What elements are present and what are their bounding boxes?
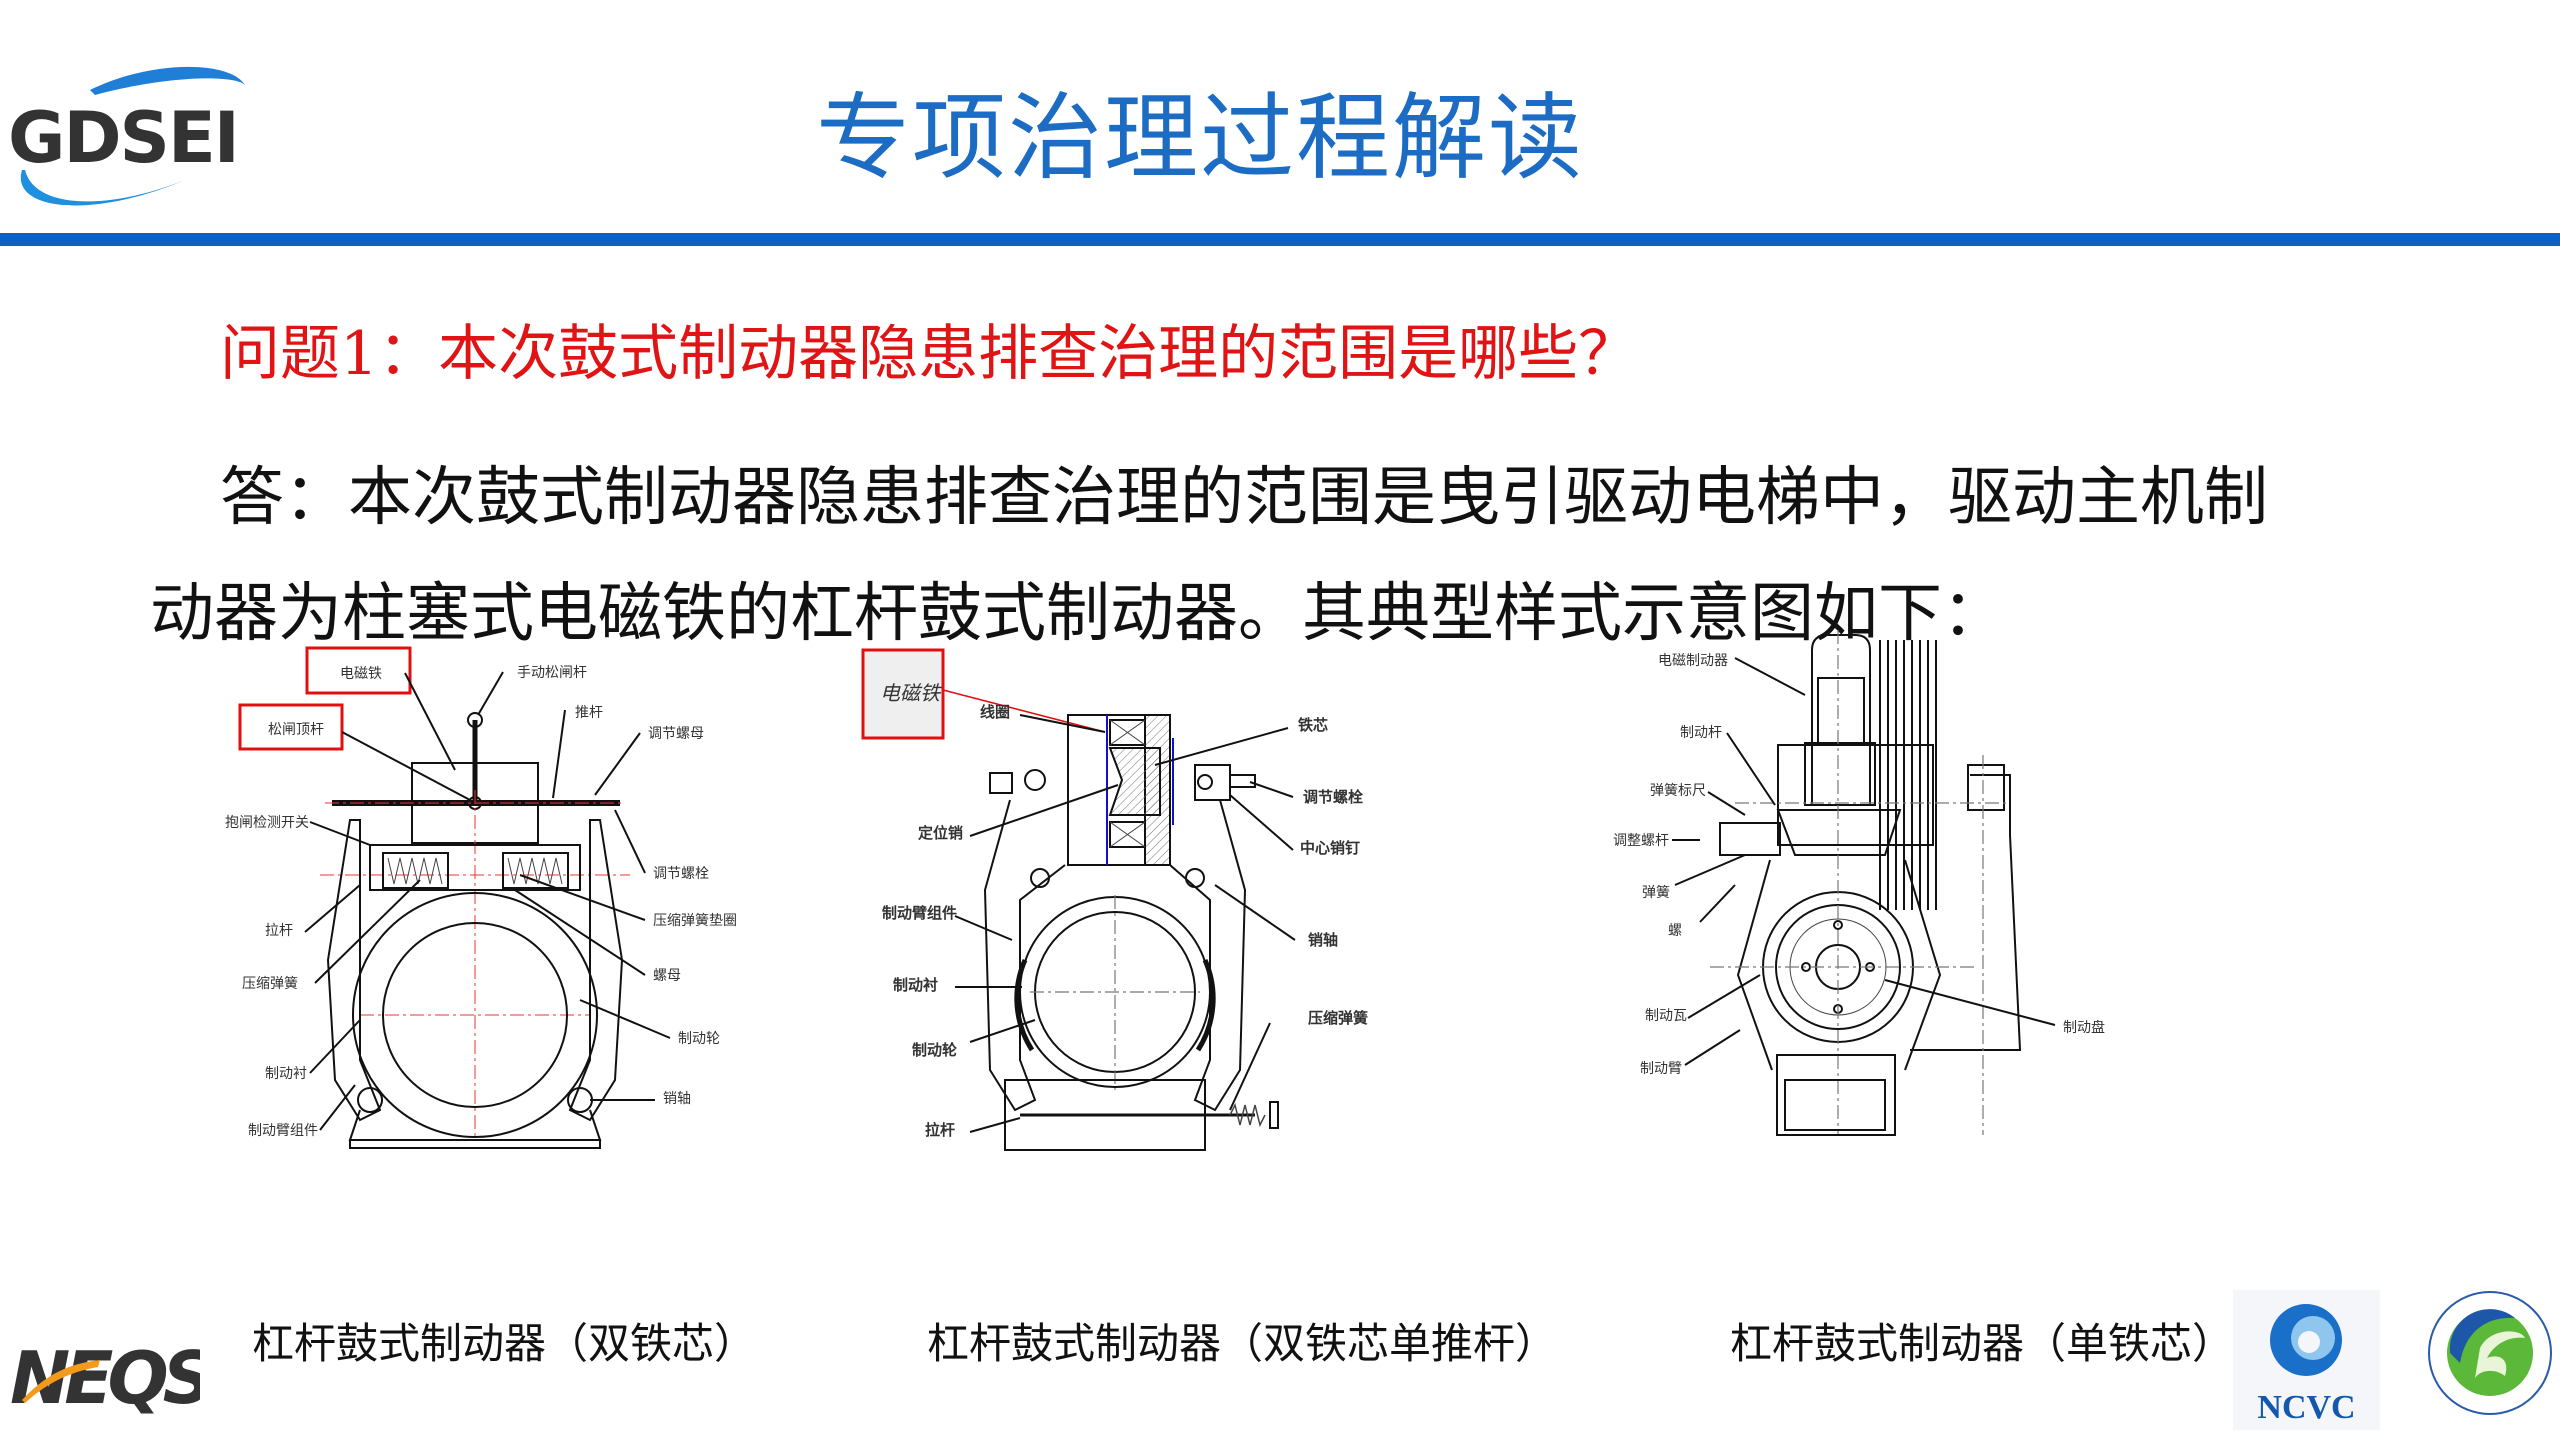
label-manual-lever: 手动松闸杆	[517, 665, 587, 681]
header-divider	[0, 233, 2560, 246]
release-rod-highlight-box	[238, 703, 344, 751]
label-brake-wheel: 制动轮	[912, 1041, 957, 1059]
iron-core	[1108, 747, 1161, 816]
label-pull-rod: 拉杆	[265, 923, 293, 939]
label-locating-pin: 定位销	[918, 824, 963, 842]
label-adjust-bolt: 调节螺栓	[653, 866, 709, 882]
label-center-pin: 中心销钉	[1300, 839, 1360, 857]
boiler-center-seal	[2428, 1291, 2552, 1415]
label-brake-lever: 制动杆	[1680, 725, 1722, 741]
label-detect-switch: 抱闸检测开关	[225, 815, 309, 831]
right-brake-arm	[1169, 799, 1247, 1112]
caption-right: 杠杆鼓式制动器（单铁芯）	[1730, 1319, 2235, 1368]
magnet-highlight-box	[861, 648, 945, 740]
ncvc-swirl-icon	[2270, 1304, 2342, 1376]
label-spring-scale: 弹簧标尺	[1650, 783, 1706, 799]
caption-middle: 杠杆鼓式制动器（双铁芯单推杆）	[927, 1319, 1558, 1368]
diagram-double-core: 电磁铁 松闸顶杆 手动松闸杆 推杆 调节螺母 抱闸检测开关 调节螺栓 压缩弹簧垫…	[225, 646, 737, 1149]
label-arm-assembly: 制动臂组件	[248, 1123, 318, 1139]
label-adjust-screw: 调整螺杆	[1613, 833, 1669, 849]
left-brake-arm	[326, 819, 382, 1122]
electromagnetic-brake	[1811, 634, 1871, 805]
answer-text: 答：本次鼓式制动器隐患排查治理的范围是曳引驱动电梯中，驱动主机制动器为柱塞式电磁…	[150, 461, 2268, 651]
label-lining: 制动衬	[265, 1066, 307, 1082]
left-brake-arm	[983, 799, 1066, 1112]
left-brake-arm	[1736, 859, 1773, 1071]
label-spring: 压缩弹簧	[1308, 1009, 1368, 1027]
label-disc: 制动盘	[2063, 1019, 2105, 1036]
label-adjust-nut: 调节螺母	[648, 726, 704, 742]
neqs-logo: NEQS	[10, 1336, 200, 1420]
label-arm-assembly: 制动臂组件	[882, 904, 957, 922]
label-push-rod: 推杆	[575, 705, 603, 721]
label-nut: 螺母	[653, 968, 681, 984]
label-spring-washer: 压缩弹簧垫圈	[653, 913, 737, 929]
label-magnet: 电磁铁	[340, 666, 382, 682]
label-spring: 弹簧	[1642, 885, 1670, 901]
adjust-screw	[1719, 822, 1781, 856]
page-title: 专项治理过程解读	[815, 84, 1584, 193]
spring-right	[502, 852, 569, 889]
diagram-single-core: 电磁制动器 制动杆 弹簧标尺 调整螺杆 弹簧 螺 制动瓦 制动臂 制动盘	[1613, 630, 2105, 1136]
label-pin: 销轴	[1308, 931, 1338, 949]
gdsei-logo: GDSEI	[8, 66, 245, 206]
base	[1776, 1054, 1896, 1136]
label-pin: 销轴	[663, 1091, 691, 1107]
label-pull-rod: 拉杆	[925, 1121, 955, 1139]
diagram-double-core-single-rod: 电磁铁 线圈 铁芯 调节螺栓 定位销 中心销钉 制动臂组件 销轴 制动衬 压缩弹…	[861, 648, 1368, 1151]
label-adjust-bolt: 调节螺栓	[1303, 788, 1363, 806]
caption-left: 杠杆鼓式制动器（双铁芯）	[252, 1319, 757, 1368]
motor-housing	[1910, 774, 2022, 1051]
right-brake-arm	[1904, 859, 1942, 1071]
label-spring: 压缩弹簧	[242, 976, 298, 992]
label-shoe: 制动瓦	[1645, 1008, 1687, 1024]
label-release-rod: 松闸顶杆	[268, 722, 324, 738]
label-lining: 制动衬	[893, 976, 938, 994]
label-arm: 制动臂	[1640, 1061, 1682, 1077]
neqs-logo-text: NEQS	[10, 1336, 200, 1420]
brake-wheel	[352, 892, 598, 1138]
gdsei-logo-text: GDSEI	[8, 97, 238, 179]
ncvc-logo-text: NCVC	[2257, 1389, 2356, 1426]
ncvc-logo: NCVC	[2233, 1290, 2380, 1430]
magnet-highlight-box	[305, 646, 412, 695]
label-screw: 螺	[1668, 923, 1682, 939]
spring-left	[382, 852, 449, 889]
label-magnet: 电磁铁	[880, 681, 942, 705]
label-em-brake: 电磁制动器	[1658, 653, 1728, 669]
label-core: 铁芯	[1298, 716, 1328, 734]
question-text: 问题1：本次鼓式制动器隐患排查治理的范围是哪些？	[220, 319, 1639, 389]
label-brake-wheel: 制动轮	[678, 1031, 720, 1047]
right-brake-arm	[568, 819, 624, 1122]
label-coil: 线圈	[980, 703, 1010, 721]
